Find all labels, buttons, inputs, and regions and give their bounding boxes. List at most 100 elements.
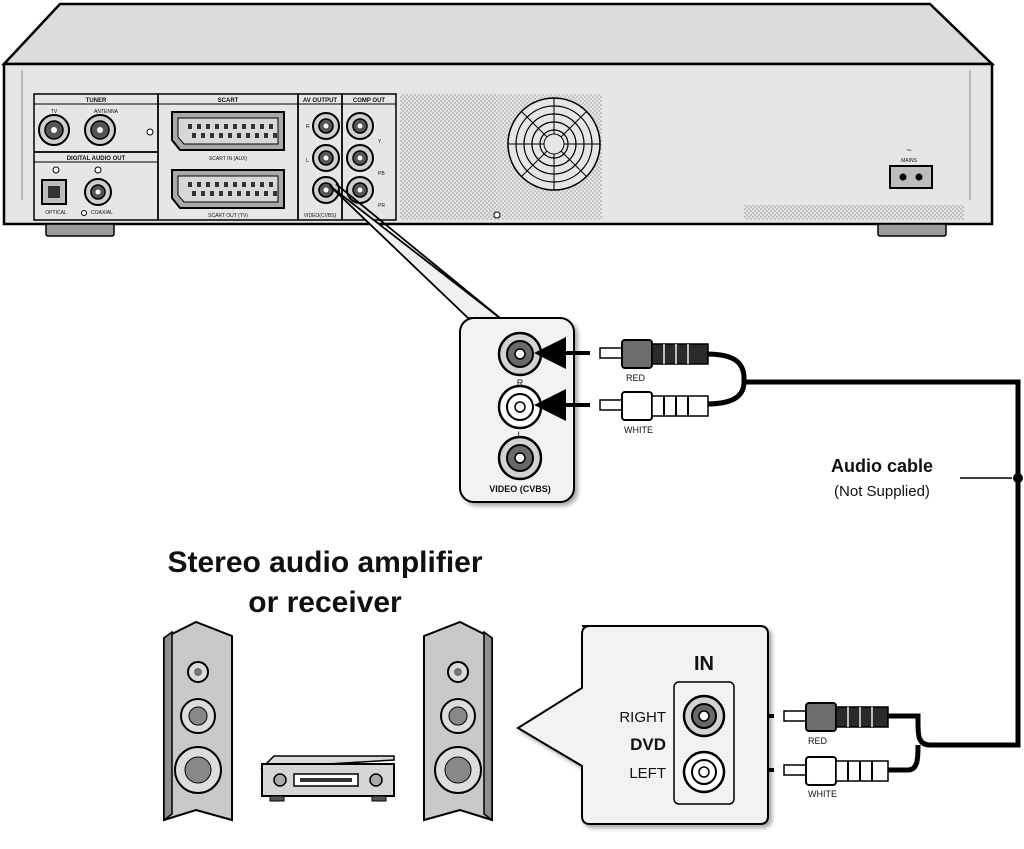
audio-cable: RED WHITE RED WHITE xyxy=(534,337,1023,799)
coaxial-label: COAXIAL xyxy=(91,210,113,216)
scart-pin xyxy=(192,191,196,196)
zoom-l-label: L xyxy=(517,430,522,440)
scart-pin xyxy=(273,133,277,138)
amp-dvd-label: DVD xyxy=(630,735,666,754)
av-r-label: R xyxy=(306,124,310,130)
scart-pin xyxy=(260,182,264,187)
comp-pb-label: PB xyxy=(378,171,385,177)
player-foot-right xyxy=(877,223,947,237)
amp-input-callout: IN RIGHT DVD LEFT xyxy=(516,625,769,825)
antenna-label: ANTENNA xyxy=(94,109,119,115)
dvd-player: TUNER TV ANTENNA DIGITAL AUDIO OUT xyxy=(1,2,996,237)
scart-pin xyxy=(233,124,237,129)
scart-out-connector xyxy=(171,169,285,209)
scart-pin xyxy=(242,124,246,129)
fan-icon xyxy=(507,97,601,191)
optical-jack xyxy=(41,179,67,205)
scart-pin xyxy=(215,124,219,129)
top-red-plug xyxy=(599,339,709,369)
scart-pin xyxy=(197,124,201,129)
av-r-jack xyxy=(312,112,340,140)
top-white-label: WHITE xyxy=(624,425,653,435)
amp-right-label: RIGHT xyxy=(619,709,666,726)
comp-pr-label: PR xyxy=(378,203,385,209)
mains-label: MAINS xyxy=(901,158,918,164)
scart-pin xyxy=(264,191,268,196)
amp-in-label: IN xyxy=(694,653,714,675)
tv-label: TV xyxy=(51,109,58,115)
scart-pin xyxy=(206,182,210,187)
amp-left-jack xyxy=(682,750,726,794)
left-speaker-icon xyxy=(163,620,233,822)
bottom-white-label: WHITE xyxy=(808,789,837,799)
av-output-group: AV OUTPUT R L VIDEO(CVBS) xyxy=(297,93,343,221)
tuner-label: TUNER xyxy=(86,98,107,104)
scart-in-connector xyxy=(171,111,285,151)
av-output-label: AV OUTPUT xyxy=(303,98,338,104)
scart-pin xyxy=(269,182,273,187)
scart-group: SCART SCART IN (AUX) SCART OUT (TV) xyxy=(157,93,299,221)
scart-pin xyxy=(251,182,255,187)
comp-y-jack xyxy=(346,112,374,140)
mains-socket: ~ MAINS xyxy=(889,145,933,189)
bottom-red-label: RED xyxy=(808,736,828,746)
cable-title: Audio cable xyxy=(831,456,933,476)
comp-y-label: Y xyxy=(378,139,382,145)
scart-pin xyxy=(224,124,228,129)
scart-pin xyxy=(228,191,232,196)
scart-pin xyxy=(260,124,264,129)
scart-pin xyxy=(237,133,241,138)
comp-pr-jack xyxy=(346,176,374,204)
top-red-label: RED xyxy=(626,373,646,383)
scart-in-label: SCART IN (AUX) xyxy=(209,156,247,162)
zoom-r-label: R xyxy=(517,378,524,388)
scart-pin xyxy=(210,191,214,196)
right-speaker-icon xyxy=(423,620,493,822)
scart-pin xyxy=(264,133,268,138)
amp-right-jack xyxy=(682,694,726,738)
bottom-red-plug xyxy=(783,702,889,732)
scart-pin xyxy=(210,133,214,138)
amplifier-title-line2: or receiver xyxy=(248,586,402,619)
scart-pin xyxy=(219,191,223,196)
zoom-video-jack xyxy=(497,435,543,481)
scart-pin xyxy=(188,182,192,187)
scart-pin xyxy=(188,124,192,129)
comp-pb-jack xyxy=(346,144,374,172)
scart-pin xyxy=(233,182,237,187)
scart-pin xyxy=(273,191,277,196)
scart-pin xyxy=(269,124,273,129)
player-foot-left xyxy=(45,223,115,237)
scart-pin xyxy=(251,124,255,129)
scart-pin xyxy=(206,124,210,129)
mains-symbol: ~ xyxy=(906,145,911,155)
zoom-r-jack xyxy=(497,331,543,377)
digital-audio-out-group: DIGITAL AUDIO OUT OPTICAL COAXIAL xyxy=(33,151,159,221)
scart-pin xyxy=(215,182,219,187)
amp-left-label: LEFT xyxy=(629,765,666,782)
scart-out-label: SCART OUT (TV) xyxy=(208,213,248,219)
amplifier-title-line1: Stereo audio amplifier xyxy=(167,546,482,579)
scart-pin xyxy=(201,191,205,196)
receiver-icon xyxy=(260,755,395,802)
coaxial-jack xyxy=(84,178,112,206)
scart-pin xyxy=(201,133,205,138)
scart-pin xyxy=(242,182,246,187)
scart-pin xyxy=(224,182,228,187)
top-white-plug xyxy=(599,391,709,421)
optical-label: OPTICAL xyxy=(45,210,67,216)
video-cvbs-label: VIDEO(CVBS) xyxy=(304,213,337,219)
av-video-jack xyxy=(312,176,340,204)
scart-pin xyxy=(219,133,223,138)
digital-audio-out-label: DIGITAL AUDIO OUT xyxy=(67,156,126,162)
antenna-jack xyxy=(84,114,116,146)
tv-jack xyxy=(38,114,70,146)
comp-out-label: COMP OUT xyxy=(353,98,386,104)
bottom-white-plug xyxy=(783,756,889,786)
scart-pin xyxy=(246,191,250,196)
scart-pin xyxy=(255,191,259,196)
tuner-group: TUNER TV ANTENNA xyxy=(33,93,159,153)
av-output-callout: R L VIDEO (CVBS) xyxy=(329,183,575,503)
zoom-l-jack xyxy=(497,384,543,430)
